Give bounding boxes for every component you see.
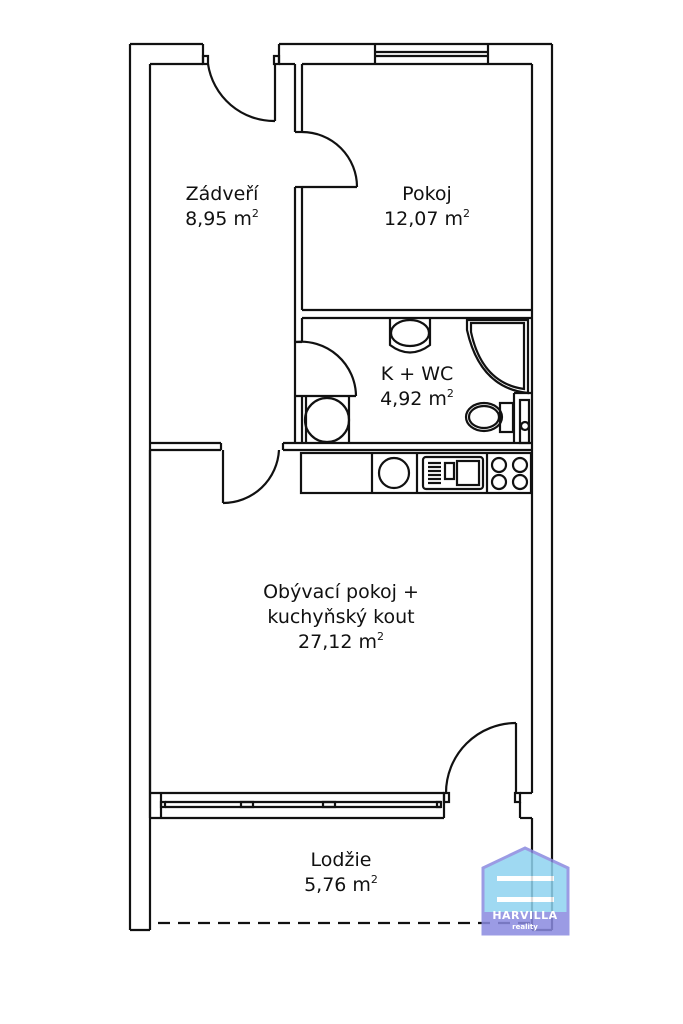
room-label-koupelna-wc: K + WC 4,92 m2 xyxy=(380,362,454,412)
room-label-zadveri: Zádveří 8,95 m2 xyxy=(185,182,259,232)
room-area: 4,92 m2 xyxy=(380,387,454,410)
harvilla-logo: HARVILLA reality xyxy=(481,843,569,935)
shower-corner xyxy=(465,318,532,395)
living-room-door xyxy=(221,449,281,505)
bathroom-sink xyxy=(388,318,432,354)
entry-door xyxy=(206,54,281,123)
room-area: 12,07 m2 xyxy=(384,207,470,230)
wall-pokoj-bottom xyxy=(302,308,532,320)
kitchen-counter xyxy=(299,451,533,495)
washing-machine xyxy=(303,396,351,444)
room-name: Pokoj xyxy=(402,183,452,205)
room-area: 5,76 m2 xyxy=(304,873,378,896)
outer-wall-top-right xyxy=(277,42,552,66)
partition-zadveri-pokoj xyxy=(293,64,359,443)
room-label-lodzie: Lodžie 5,76 m2 xyxy=(304,848,378,898)
room-label-pokoj: Pokoj 12,07 m2 xyxy=(384,182,470,232)
wall-middle-horizontal xyxy=(148,441,532,818)
logo-name: HARVILLA xyxy=(492,909,558,922)
room-area: 27,12 m2 xyxy=(298,630,384,653)
room-name: Lodžie xyxy=(310,849,372,871)
room-name-line2: kuchyňský kout xyxy=(267,606,415,628)
bathroom-door xyxy=(294,318,358,443)
balcony-door xyxy=(442,721,522,804)
room-name-line1: Obývací pokoj + xyxy=(263,581,419,603)
outer-wall-left xyxy=(128,44,152,932)
room-name: Zádveří xyxy=(185,183,259,205)
room-area: 8,95 m2 xyxy=(185,207,259,230)
outer-wall-top-left xyxy=(130,42,210,66)
logo-subtitle: reality xyxy=(512,923,538,931)
room-label-obyvaci-pokoj: Obývací pokoj + kuchyňský kout 27,12 m2 xyxy=(263,580,419,655)
room-name: K + WC xyxy=(380,363,454,385)
harvilla-logo-icon xyxy=(481,846,570,936)
wall-loggia xyxy=(150,791,446,820)
toilet xyxy=(464,393,531,445)
